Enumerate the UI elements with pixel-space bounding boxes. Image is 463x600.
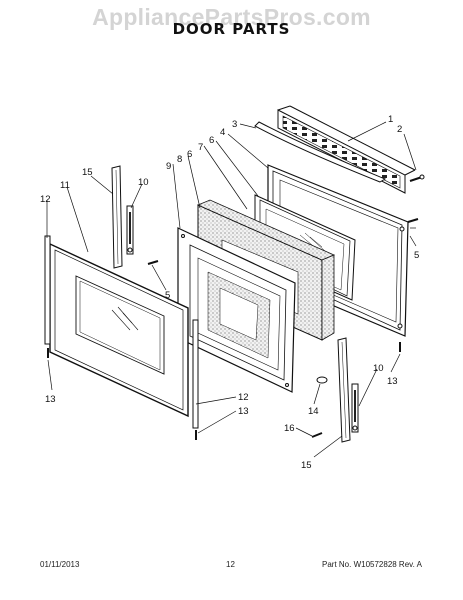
- callout-16: 16: [284, 423, 295, 434]
- callout-8: 8: [177, 154, 182, 165]
- callout-10-left: 10: [138, 177, 149, 188]
- callout-13-right: 13: [387, 376, 398, 387]
- part-10-hinge-left: [126, 205, 134, 255]
- callout-2: 2: [397, 124, 402, 135]
- callout-5-right: 5: [414, 250, 419, 261]
- part-10-hinge-right: [351, 383, 359, 433]
- footer-date: 01/11/2013: [40, 560, 80, 569]
- part-5-screw-right: [407, 218, 419, 223]
- leader-lines: [46, 121, 417, 458]
- part-12-side-trim-left: [44, 235, 51, 345]
- part-3-trim-strip: [254, 121, 387, 183]
- part-9-inner-liner: [177, 227, 296, 393]
- callout-5-left: 5: [165, 290, 170, 301]
- callout-15-right: 15: [301, 460, 312, 471]
- footer-part-number: Part No. W10572828 Rev. A: [322, 560, 422, 569]
- callout-9: 9: [166, 161, 171, 172]
- part-15-hinge-channel-right: [337, 337, 351, 443]
- callout-3: 3: [232, 119, 237, 130]
- callout-4: 4: [220, 127, 225, 138]
- callout-6-b: 6: [187, 149, 192, 160]
- callout-labels: 1 2 3 4 5 5 6 6 7 8 9 10 10 11 12 12 13 …: [40, 114, 419, 471]
- part-12-side-trim-right: [192, 319, 199, 429]
- callout-6-a: 6: [209, 135, 214, 146]
- callout-1: 1: [388, 114, 393, 125]
- callout-10-right: 10: [373, 363, 384, 374]
- callout-12-left: 12: [40, 194, 51, 205]
- part-15-hinge-channel-left: [111, 165, 123, 269]
- callout-14: 14: [308, 406, 319, 417]
- page-title: DOOR PARTS: [172, 20, 291, 38]
- watermark: AppliancePartsPros.com: [92, 4, 371, 30]
- footer-page-number: 12: [226, 560, 235, 569]
- callout-12-right: 12: [238, 392, 249, 403]
- part-16-screw: [311, 432, 323, 438]
- part-5-screw-left: [147, 260, 159, 265]
- callout-13-left: 13: [45, 394, 56, 405]
- callout-13-center: 13: [238, 406, 249, 417]
- callout-11: 11: [60, 180, 70, 191]
- part-1-vent-trim: [277, 105, 416, 194]
- part-11-outer-glass-panel: [49, 242, 189, 418]
- callout-7: 7: [198, 142, 203, 153]
- part-14-clip: [316, 376, 328, 384]
- callout-15-left: 15: [82, 167, 93, 178]
- part-2-screw: [409, 174, 425, 182]
